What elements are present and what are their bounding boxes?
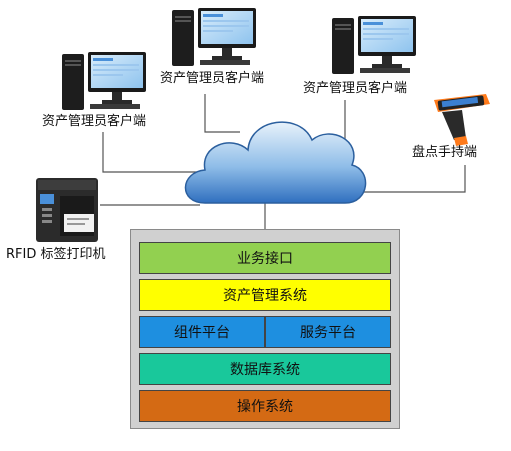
- layer-asset-system: 资产管理系统: [139, 279, 391, 311]
- cloud-icon: [184, 121, 367, 204]
- client-label-middle: 资产管理员客户端: [160, 71, 265, 86]
- layer-os: 操作系统: [139, 390, 391, 422]
- connector-lines: [100, 94, 466, 229]
- layer-component-platform: 组件平台: [139, 316, 265, 348]
- layer-service-platform: 服务平台: [265, 316, 391, 348]
- client-label-left: 资产管理员客户端: [42, 114, 147, 129]
- handheld-scanner-icon: [434, 94, 490, 146]
- computer-icon-right: [332, 16, 416, 74]
- layer-database: 数据库系统: [139, 353, 391, 385]
- connector-middle-client: [204, 94, 240, 133]
- printer-label: RFID 标签打印机: [6, 247, 106, 262]
- computer-icon-middle: [172, 8, 256, 66]
- handheld-label: 盘点手持端: [412, 145, 478, 160]
- software-stack: 业务接口 资产管理系统 组件平台 服务平台 数据库系统 操作系统: [130, 229, 400, 429]
- rfid-printer-icon: [36, 178, 98, 242]
- layer-business-interface: 业务接口: [139, 242, 391, 274]
- client-label-right: 资产管理员客户端: [303, 81, 408, 96]
- connector-left-client: [102, 132, 200, 173]
- computer-icon-left: [62, 52, 146, 110]
- connector-handheld: [352, 165, 466, 193]
